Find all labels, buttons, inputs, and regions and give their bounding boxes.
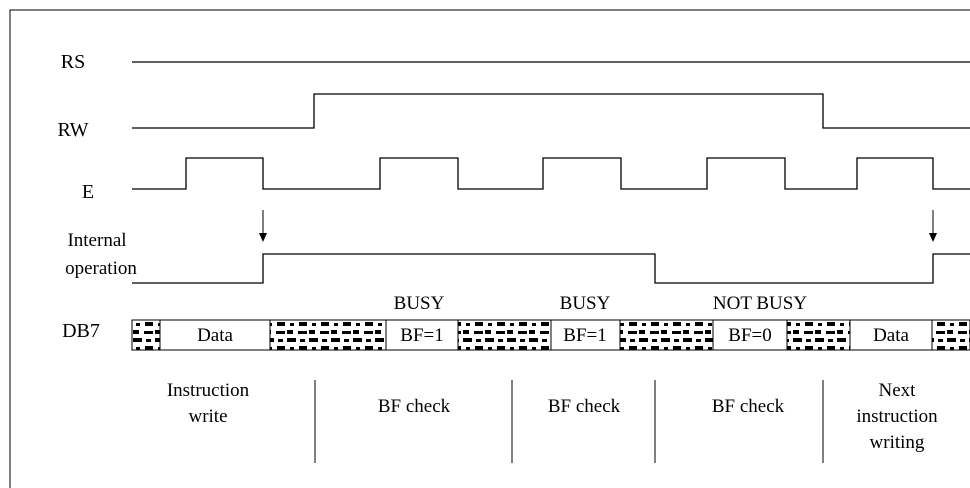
- internal-operation-waveform: [132, 253, 970, 284]
- signal-label-e: E: [82, 181, 94, 203]
- signal-label-internal: Internal: [67, 230, 126, 251]
- bus-segment-data: [849, 319, 933, 351]
- status-not-busy-label: NOT BUSY: [713, 293, 807, 314]
- bus-undefined-segment: [269, 319, 387, 351]
- phase-label-bf-check: BF check: [378, 396, 451, 417]
- phase-label-line: writing: [870, 432, 925, 453]
- frame-border: [9, 9, 970, 488]
- bus-undefined-segment: [786, 319, 851, 351]
- bus-undefined-segment: [131, 319, 161, 351]
- rw-waveform: [132, 93, 970, 129]
- bus-segment-bf0: [712, 319, 788, 351]
- trigger-arrow-icon: [929, 210, 937, 242]
- bus-segment-bf1-label: BF=1: [400, 325, 443, 346]
- phase-label-instruction-write: Instruction write: [167, 380, 250, 427]
- phase-label-bf-check: BF check: [548, 396, 621, 417]
- bus-segment-data: [159, 319, 271, 351]
- phase-label-line: write: [188, 406, 227, 427]
- status-busy-label: BUSY: [560, 293, 611, 314]
- bus-segment-bf0-label: BF=0: [728, 325, 771, 346]
- bus-segment-data-label: Data: [873, 325, 909, 346]
- trigger-arrow-icon: [259, 210, 267, 242]
- bus-undefined-segment: [931, 319, 970, 351]
- status-busy-label: BUSY: [394, 293, 445, 314]
- bus-segment-data-label: Data: [197, 325, 233, 346]
- phase-label-line: Instruction: [167, 380, 250, 401]
- signal-label-operation: operation: [65, 258, 137, 279]
- bus-segment-bf1: [550, 319, 621, 351]
- bus-undefined-segment: [619, 319, 714, 351]
- signal-label-rw: RW: [57, 119, 88, 141]
- e-waveform: [132, 157, 970, 190]
- bus-undefined-segment: [457, 319, 552, 351]
- signal-label-rs: RS: [61, 51, 85, 73]
- bus-segment-bf1: [385, 319, 459, 351]
- phase-label-line: instruction: [856, 406, 938, 427]
- signal-label-db7: DB7: [62, 320, 100, 342]
- phase-label-next-instruction: Next instruction writing: [856, 380, 938, 453]
- bus-segment-bf1-label: BF=1: [563, 325, 606, 346]
- phase-label-bf-check: BF check: [712, 396, 785, 417]
- phase-label-line: Next: [879, 380, 917, 401]
